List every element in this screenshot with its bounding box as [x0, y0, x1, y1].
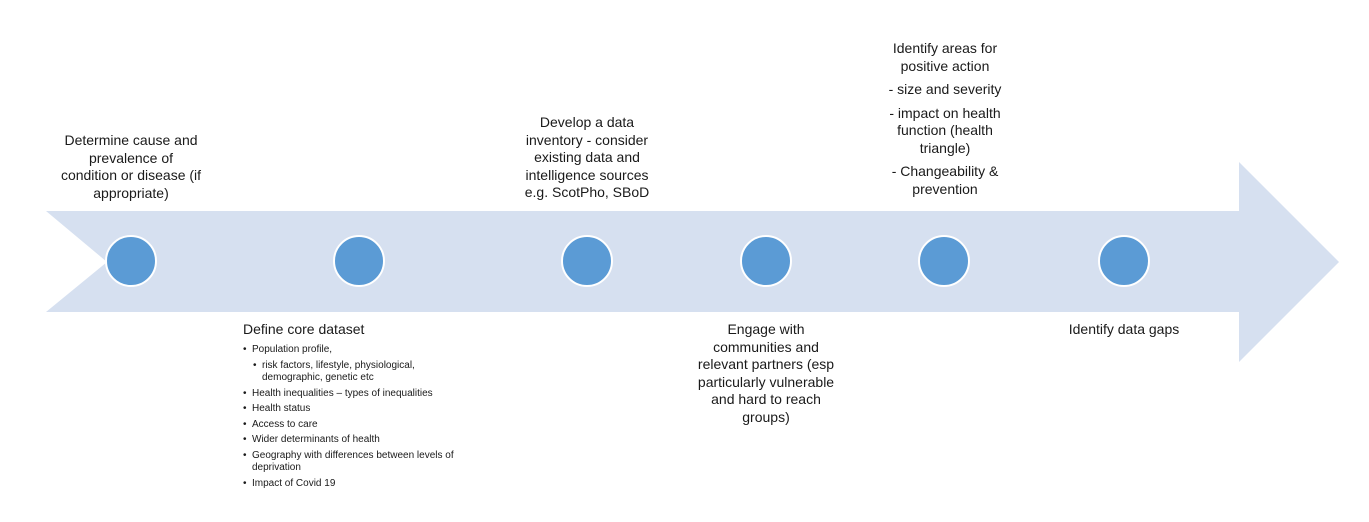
timeline-arrow — [46, 162, 1339, 362]
step-label-core: Define core dataset — [243, 321, 365, 337]
core-dataset-item: Geography with differences between level… — [243, 450, 488, 475]
step-node-core — [333, 235, 385, 287]
core-dataset-item: Access to care — [243, 419, 503, 432]
step-node-action — [918, 235, 970, 287]
core-dataset-item: Population profile, — [243, 344, 503, 357]
core-dataset-item: Wider determinants of health — [243, 434, 503, 447]
step-label-line: Develop a data — [539, 114, 635, 130]
core-dataset-list: Population profile, risk factors, lifest… — [243, 344, 503, 493]
step-label-line: existing data and — [534, 149, 640, 165]
step-label-line: positive action — [900, 57, 990, 74]
step-label-line: function (health — [897, 122, 993, 138]
step-label-inventory: Develop a data inventory - consider exis… — [497, 114, 677, 202]
step-label-line: prevalence of — [88, 149, 174, 166]
step-node-engage — [740, 235, 792, 287]
step-label-line: - size and severity — [888, 81, 1002, 97]
step-label-line: triangle) — [919, 139, 971, 156]
step-label-line: groups) — [742, 408, 790, 425]
step-label-cause: Determine cause and prevalence of condit… — [40, 132, 222, 202]
core-dataset-item: Health status — [243, 403, 503, 416]
step-label-line: - impact on health — [889, 104, 1001, 121]
step-label-line: condition or disease (if — [60, 167, 202, 183]
step-label-engage: Engage with communities and relevant par… — [676, 321, 856, 426]
core-dataset-item: Health inequalities – types of inequalit… — [243, 388, 503, 401]
step-label-line: communities and — [713, 338, 819, 355]
step-node-cause — [105, 235, 157, 287]
step-label-line: Identify data gaps — [1068, 321, 1180, 337]
core-dataset-subitem: risk factors, lifestyle, physiological, … — [253, 360, 462, 385]
step-label-line: Determine cause and — [64, 132, 198, 148]
step-label-line: Engage with — [727, 321, 805, 337]
step-label-line: particularly vulnerable — [697, 373, 835, 390]
step-label-line: inventory - consider — [525, 131, 649, 148]
step-node-inventory — [561, 235, 613, 287]
step-label-gaps: Identify data gaps — [1034, 321, 1214, 339]
step-label-line: appropriate) — [93, 184, 169, 201]
step-label-line: and hard to reach — [711, 391, 821, 407]
step-node-gaps — [1098, 235, 1150, 287]
step-label-line: prevention — [912, 180, 978, 197]
step-label-line: relevant partners (esp — [697, 356, 835, 372]
step-label-line: - Changeability & — [891, 163, 999, 179]
step-label-line: e.g. ScotPho, SBoD — [524, 184, 650, 200]
core-dataset-item: Impact of Covid 19 — [243, 478, 503, 491]
step-label-line: intelligence sources — [525, 166, 649, 183]
step-label-action: Identify areas for positive action - siz… — [855, 40, 1035, 198]
step-label-line: Identify areas for — [892, 40, 998, 56]
